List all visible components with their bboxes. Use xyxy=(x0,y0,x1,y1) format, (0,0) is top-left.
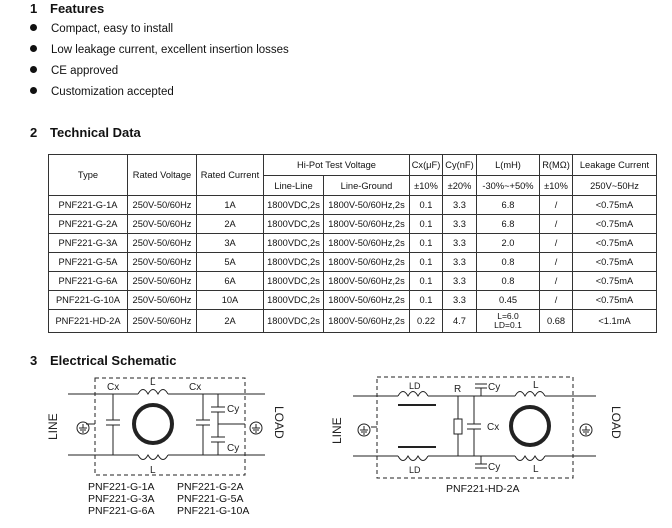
features-heading: 1 Features xyxy=(30,1,104,16)
right-cy-bottom-label: Cy xyxy=(488,462,500,473)
left-model-list-2: PNF221-G-2A PNF221-G-5A PNF221-G-10A xyxy=(177,481,249,517)
right-choke-top-coil xyxy=(514,391,546,398)
technical-title: Technical Data xyxy=(50,125,141,140)
left-choke-top-coil xyxy=(137,389,169,396)
model-label: PNF221-G-1A xyxy=(88,481,155,493)
model-label: PNF221-G-2A xyxy=(177,481,244,493)
cell-current: 2A xyxy=(196,309,264,333)
cell-leak: <0.75mA xyxy=(572,214,657,234)
model-label: PNF221-G-5A xyxy=(177,493,244,505)
technical-number: 2 xyxy=(30,125,38,140)
technical-data-table: Type Rated Voltage Rated Current Hi-Pot … xyxy=(48,154,657,333)
model-label: PNF221-G-3A xyxy=(88,493,155,505)
bullet-icon xyxy=(30,24,37,32)
feature-item: Customization accepted xyxy=(30,86,174,98)
left-cx-label: Cx xyxy=(107,382,119,393)
right-ld-top-label: LD xyxy=(409,381,421,391)
right-choke-bottom-coil xyxy=(514,454,546,461)
left-choke-core xyxy=(132,403,174,445)
left-ground-out-icon xyxy=(249,421,263,435)
table-header-row: Type Rated Voltage Rated Current Hi-Pot … xyxy=(48,154,657,196)
left-load-label: LOAD xyxy=(272,406,286,439)
features-number: 1 xyxy=(30,1,38,16)
feature-text: CE approved xyxy=(51,65,119,77)
right-model-label: PNF221-HD-2A xyxy=(446,483,520,495)
right-choke-core xyxy=(509,405,551,447)
right-cy-top-label: Cy xyxy=(488,382,500,393)
feature-text: Compact, easy to install xyxy=(51,23,174,35)
left-ground-in-icon xyxy=(76,421,90,435)
left-l-top-label: L xyxy=(150,377,156,388)
right-load-label: LOAD xyxy=(609,406,623,439)
cell-l-line1: L=6.0 xyxy=(497,311,519,321)
schematic-heading: 3 Electrical Schematic xyxy=(30,353,176,368)
feature-item: Compact, easy to install xyxy=(30,23,173,35)
right-cx-label: Cx xyxy=(487,422,499,433)
schematic-number: 3 xyxy=(30,353,38,368)
feature-text: Customization accepted xyxy=(51,86,174,98)
left-cy-bottom-label: Cy xyxy=(227,443,239,454)
left-model-list-1: PNF221-G-1A PNF221-G-3A PNF221-G-6A xyxy=(88,481,155,517)
right-r-label: R xyxy=(454,384,461,395)
feature-text: Low leakage current, excellent insertion… xyxy=(51,44,289,56)
right-ground-out-icon xyxy=(579,423,593,437)
right-ld-bottom-label: LD xyxy=(409,465,421,475)
left-choke-bottom-coil xyxy=(137,453,169,460)
bullet-icon xyxy=(30,87,37,95)
model-label: PNF221-G-6A xyxy=(88,505,155,517)
left-cy-top-label: Cy xyxy=(227,404,239,415)
right-l-bottom-label: L xyxy=(533,464,539,475)
right-ld-bottom-coil xyxy=(397,454,429,461)
schematic-title: Electrical Schematic xyxy=(50,353,177,368)
left-l-bottom-label: L xyxy=(150,465,156,476)
cell-voltage: 250V-50/60Hz xyxy=(127,309,197,333)
cell-leak: <1.1mA xyxy=(572,309,657,333)
bullet-icon xyxy=(30,45,37,53)
left-line-label: LINE xyxy=(46,413,60,440)
right-resistor xyxy=(453,418,463,435)
technical-heading: 2 Technical Data xyxy=(30,125,141,140)
cell-line-line: 1800VDC,2s xyxy=(263,309,324,333)
cell-l-line2: LD=0.1 xyxy=(494,320,522,330)
feature-item: CE approved xyxy=(30,65,118,77)
model-label: PNF221-G-10A xyxy=(177,505,250,517)
bullet-icon xyxy=(30,66,37,74)
cell-line-ground: 1800V-50/60Hz,2s xyxy=(323,309,410,333)
right-ld-top-coil xyxy=(397,391,429,398)
features-title: Features xyxy=(50,1,105,16)
feature-item: Low leakage current, excellent insertion… xyxy=(30,44,289,56)
left-cx-label-2: Cx xyxy=(189,382,201,393)
right-line-label: LINE xyxy=(330,417,344,444)
right-ground-in-icon xyxy=(357,423,371,437)
left-filter-enclosure xyxy=(94,377,246,476)
right-l-top-label: L xyxy=(533,380,539,391)
right-filter-enclosure xyxy=(376,376,574,479)
